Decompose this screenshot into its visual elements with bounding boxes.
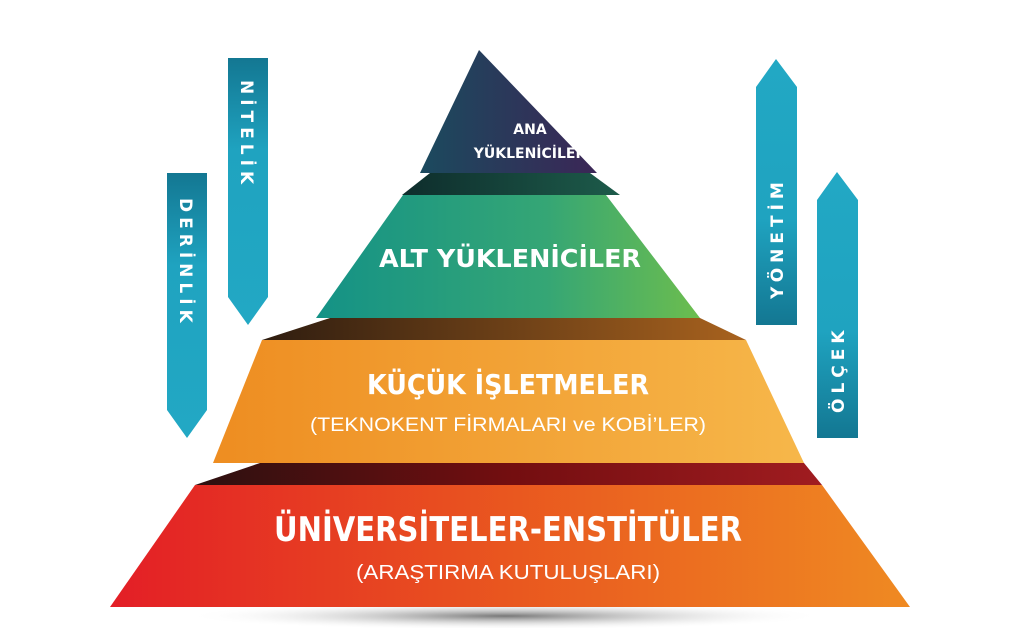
tier-2-title: ALT YÜKLENİCİLER — [379, 243, 641, 273]
tier-connector-3 — [195, 463, 822, 485]
tier-3-subtitle: (TEKNOKENT FİRMALARI ve KOBİ’LER) — [310, 415, 706, 436]
derinlik-label: DERİNLİK — [175, 198, 197, 328]
tier-3-title: KÜÇÜK İŞLETMELER — [367, 367, 649, 401]
yonetim-arrow — [756, 59, 797, 325]
tier-1-title-line2: YÜKLENİCİLER — [473, 144, 587, 162]
tier-connector-1 — [402, 173, 620, 195]
tier-ana-yukleniciler — [420, 50, 597, 173]
tier-1-title-line1: ANA — [513, 122, 547, 138]
tier-kucuk-isletmeler — [213, 340, 804, 463]
yonetim-label: YÖNETİM — [766, 177, 788, 300]
olcek-label: ÖLÇEK — [827, 325, 849, 413]
olcek-arrow — [817, 172, 858, 438]
derinlik-arrow — [167, 173, 207, 438]
tier-4-title: ÜNİVERSİTELER-ENSTİTÜLER — [274, 509, 742, 550]
nitelik-arrow — [228, 58, 268, 325]
pyramid-shadow — [185, 602, 825, 628]
tier-alt-yukleniciler — [316, 195, 700, 318]
tier-4-subtitle: (ARAŞTIRMA KUTULUŞLARI) — [356, 562, 660, 584]
nitelik-label: NİTELİK — [236, 80, 258, 189]
tier-connector-2 — [262, 318, 746, 340]
tier-universiteler — [110, 485, 910, 607]
